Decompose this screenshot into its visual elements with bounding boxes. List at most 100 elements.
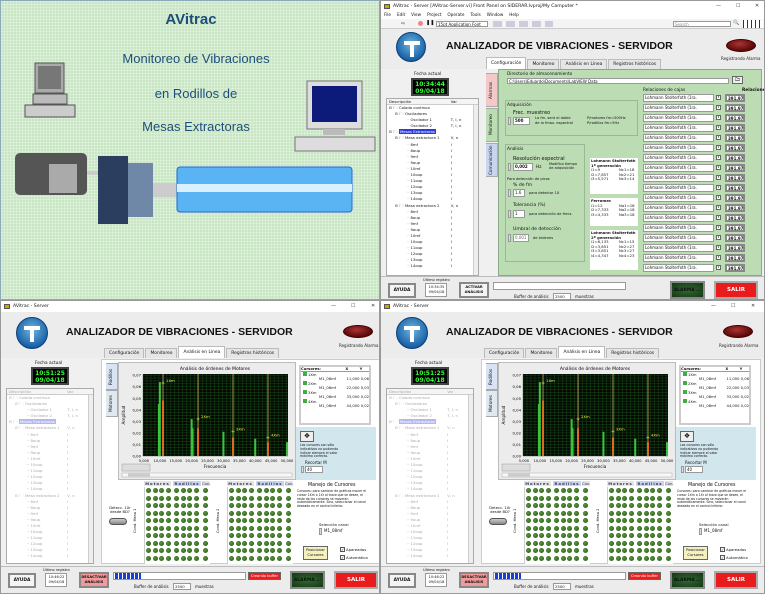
- browse-folder-button[interactable]: 🗀: [732, 76, 743, 84]
- dropdown-arrow-icon[interactable]: ▾: [716, 205, 721, 210]
- threshold-field[interactable]: 0,001: [513, 234, 529, 242]
- dropdown-arrow-icon[interactable]: ▾: [716, 105, 721, 110]
- recortar-spinner[interactable]: [301, 466, 304, 473]
- expand-icon[interactable]: ⊟: [395, 493, 400, 498]
- tree-row[interactable]: ⊟ 🗁 Mesas Extractoras: [387, 419, 473, 425]
- tab-registros-hist-ricos[interactable]: Registros históricos: [608, 59, 662, 69]
- help-button[interactable]: AYUDA: [8, 573, 36, 588]
- gearbox-relation-select[interactable]: Lohmann Stolterfoth (1ra.: [643, 204, 714, 212]
- dropdown-arrow-icon[interactable]: ▾: [716, 265, 721, 270]
- menu-window[interactable]: Window: [486, 12, 504, 17]
- gearbox-relation-select[interactable]: Lohmann Stolterfoth (1ra.: [643, 244, 714, 252]
- posicionar-cursores-button[interactable]: Posicionar Cursores: [683, 546, 708, 560]
- pause-icon[interactable]: ❚❚: [426, 20, 435, 26]
- fm-spinner[interactable]: [508, 189, 511, 197]
- sample-rate-spinner[interactable]: [508, 117, 511, 125]
- canal-spinner[interactable]: [319, 528, 322, 535]
- checkbox-automtico[interactable]: ✓: [720, 555, 725, 560]
- run-arrow-icon[interactable]: ⇨: [401, 21, 406, 27]
- checkbox-apareados[interactable]: ✓: [720, 547, 725, 552]
- gearbox-relation-select[interactable]: Lohmann Stolterfoth (1ra.: [643, 234, 714, 242]
- dropdown-arrow-icon[interactable]: ▾: [716, 145, 721, 150]
- alarm-button[interactable]: ALARMA ...: [670, 571, 705, 589]
- side-tab-motores[interactable]: Motores: [106, 390, 118, 417]
- alarm-button[interactable]: ALARMA ...: [670, 281, 705, 299]
- search-icon[interactable]: 🔍: [733, 20, 740, 26]
- buffer-size-field[interactable]: 2500: [173, 583, 191, 590]
- detecc-toggle[interactable]: [109, 518, 127, 525]
- expand-icon[interactable]: ⊟: [395, 426, 400, 431]
- order-analysis-chart[interactable]: Análisis de órdenes de Motores0,000,010,…: [118, 362, 296, 480]
- cursor-row[interactable]: 4Xm: [301, 399, 369, 404]
- minimize-button[interactable]: —: [711, 303, 716, 309]
- checkbox-apareados[interactable]: ✓: [340, 547, 345, 552]
- search-input[interactable]: Search: [673, 21, 731, 27]
- fm-percent-field[interactable]: 1,6: [513, 189, 525, 197]
- minimize-button[interactable]: —: [331, 303, 336, 309]
- tree-row[interactable]: ⊟ 🗁 Colada continua: [387, 395, 473, 401]
- dropdown-arrow-icon[interactable]: ▾: [716, 235, 721, 240]
- expand-icon[interactable]: ⊟: [389, 396, 394, 400]
- gearbox-relation-select[interactable]: Lohmann Stolterfoth (1ra.: [643, 144, 714, 152]
- tab-configuraci-n[interactable]: Configuración: [104, 348, 145, 358]
- canal-field[interactable]: M1_08mf: [704, 528, 723, 533]
- dropdown-arrow-icon[interactable]: ▾: [716, 185, 721, 190]
- dropdown-arrow-icon[interactable]: ▾: [716, 125, 721, 130]
- tree-row[interactable]: ⊟ 🗁 Colada continua: [387, 105, 478, 111]
- resolution-field[interactable]: 0,002: [513, 163, 533, 171]
- dropdown-arrow-icon[interactable]: ▾: [716, 195, 721, 200]
- tree-row[interactable]: ⊟ 🗁 Osciladores: [387, 401, 473, 407]
- side-tab-rodillos[interactable]: Rodillos: [486, 363, 498, 390]
- gearbox-relation-select[interactable]: Lohmann Stolterfoth (1ra.: [643, 224, 714, 232]
- gearbox-relation-select[interactable]: Lohmann Stolterfoth (1ra.: [643, 124, 714, 132]
- maximize-button[interactable]: ☐: [351, 303, 356, 309]
- expand-icon[interactable]: ⊟: [15, 402, 20, 407]
- cursor-row[interactable]: 1Xm: [681, 372, 749, 377]
- gearbox-relation-select[interactable]: Lohmann Stolterfoth (1ra.: [643, 134, 714, 142]
- cursor-row[interactable]: 3Xm: [301, 390, 369, 395]
- menu-edit[interactable]: Edit: [397, 12, 406, 17]
- menu-operate[interactable]: Operate: [447, 12, 465, 17]
- gearbox-relation-select[interactable]: Lohmann Stolterfoth (1ra.: [643, 114, 714, 122]
- tree-row[interactable]: ⊟ 🗁 Mesas Extractoras: [7, 419, 93, 425]
- tab-an-lisis-en-l-nea[interactable]: Análisis en Línea: [178, 346, 226, 358]
- help-button[interactable]: AYUDA: [388, 283, 416, 298]
- menu-tools[interactable]: Tools: [470, 12, 481, 17]
- abort-icon[interactable]: [418, 21, 423, 26]
- gearbox-relation-select[interactable]: Lohmann Stolterfoth (1ra.: [643, 104, 714, 112]
- cursor-row[interactable]: 4Xm: [681, 399, 749, 404]
